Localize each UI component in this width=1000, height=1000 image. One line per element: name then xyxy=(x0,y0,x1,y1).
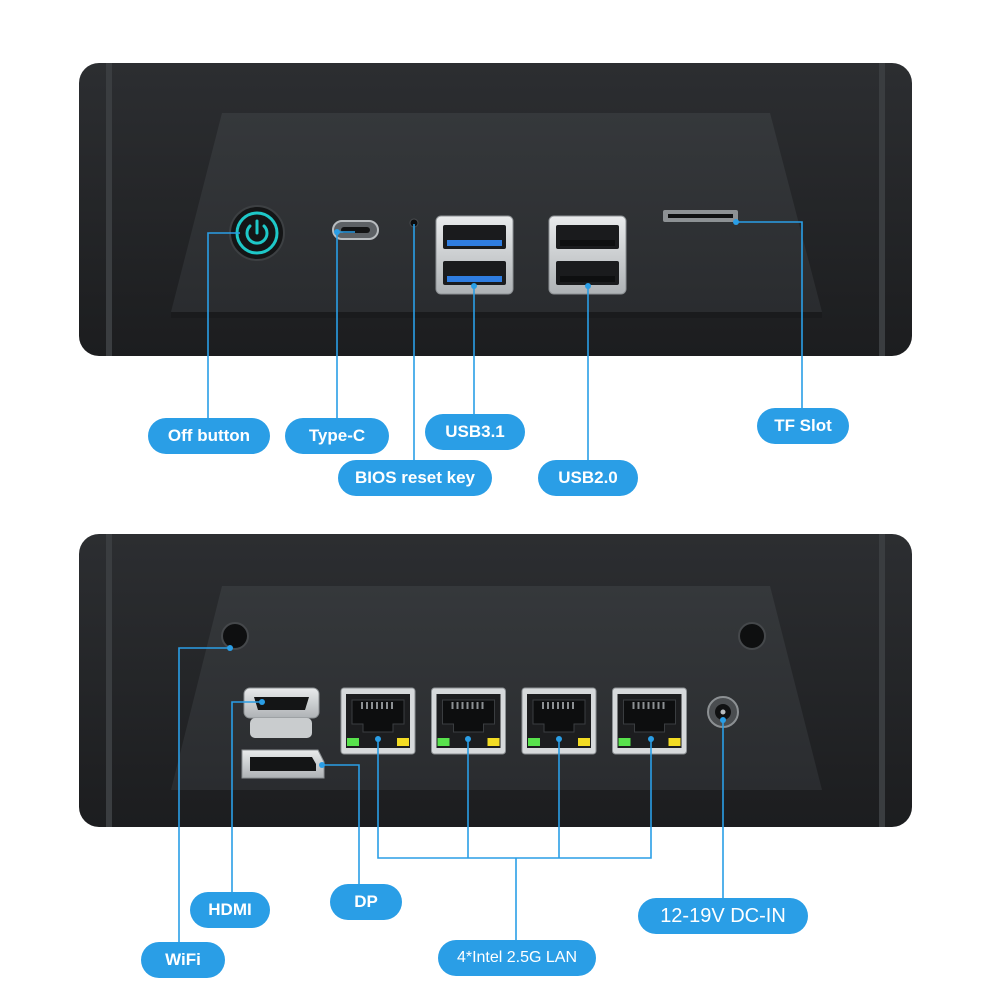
usb31-ports-icon xyxy=(435,215,514,295)
hdmi-label: HDMI xyxy=(190,892,270,928)
dc-in-port-icon xyxy=(707,696,739,728)
lan-led-green xyxy=(528,738,540,746)
back-leader-dots xyxy=(227,645,726,768)
usb31-label: USB3.1 xyxy=(425,414,525,450)
lan-led-yellow xyxy=(487,738,500,746)
off-button-label: Off button xyxy=(148,418,270,454)
lan-ports xyxy=(340,687,687,755)
lan-led-green xyxy=(347,738,359,746)
lan-label: 4*Intel 2.5G LAN xyxy=(438,940,596,976)
back-leader-lines xyxy=(178,647,724,943)
lan-port-icon xyxy=(521,687,597,755)
wifi-antenna-hole-icon xyxy=(221,622,249,650)
lan-led-green xyxy=(618,738,631,746)
back-chassis xyxy=(79,534,912,827)
lan-led-green xyxy=(437,738,450,746)
lan-led-yellow xyxy=(578,738,590,746)
lan-port-icon xyxy=(612,687,687,755)
bios-reset-key-label: BIOS reset key xyxy=(338,460,492,496)
usb20-label: USB2.0 xyxy=(538,460,638,496)
tf-slot-label: TF Slot xyxy=(757,408,849,444)
lan-led-yellow xyxy=(668,738,681,746)
dp-label: DP xyxy=(330,884,402,920)
front-chassis xyxy=(79,63,912,356)
wifi-label: WiFi xyxy=(141,942,225,978)
front-leader-dots xyxy=(334,219,739,289)
front-panel-recess xyxy=(171,113,822,312)
hdmi-port-icon xyxy=(243,687,320,738)
antenna-hole-icon xyxy=(738,622,766,650)
dc-in-label: 12-19V DC-IN xyxy=(638,898,808,934)
usb20-ports-icon xyxy=(548,215,627,295)
type-c-port-icon xyxy=(332,220,379,240)
lan-led-yellow xyxy=(397,738,409,746)
dp-port-icon xyxy=(241,749,325,779)
lan-port-icon xyxy=(431,687,506,755)
type-c-label: Type-C xyxy=(285,418,389,454)
tf-slot-icon xyxy=(663,210,738,222)
